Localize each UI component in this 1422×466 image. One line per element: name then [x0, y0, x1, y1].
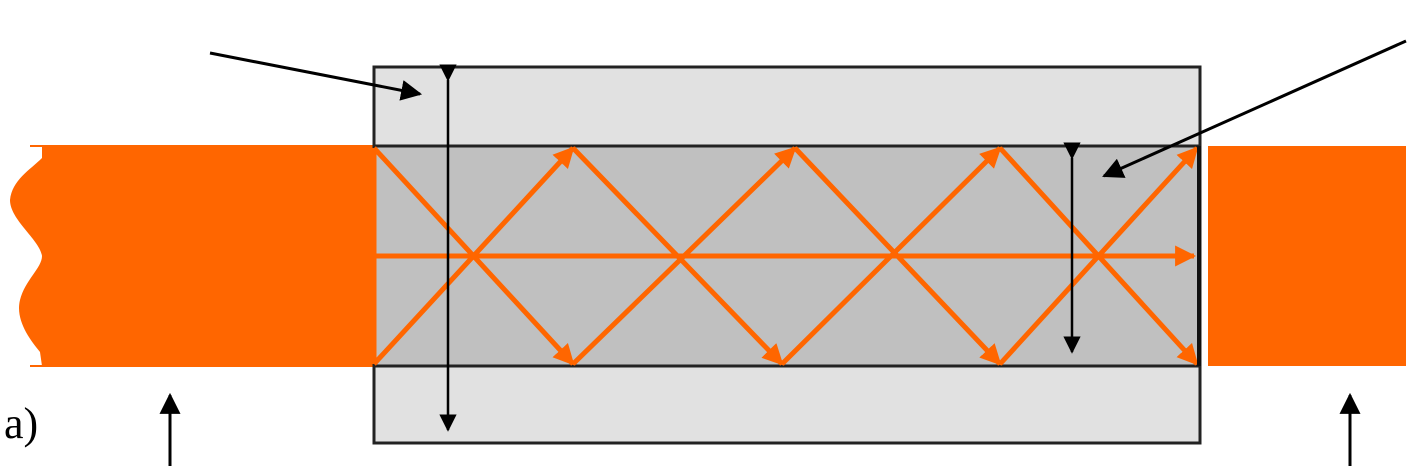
core-pointer-arrow: [1102, 39, 1407, 178]
panel-label: a): [4, 399, 39, 448]
input-light-beam: [10, 146, 374, 366]
cladding-pointer-arrow: [209, 51, 423, 101]
light-rays: [371, 146, 1199, 366]
output-light-beam: [1208, 146, 1406, 366]
